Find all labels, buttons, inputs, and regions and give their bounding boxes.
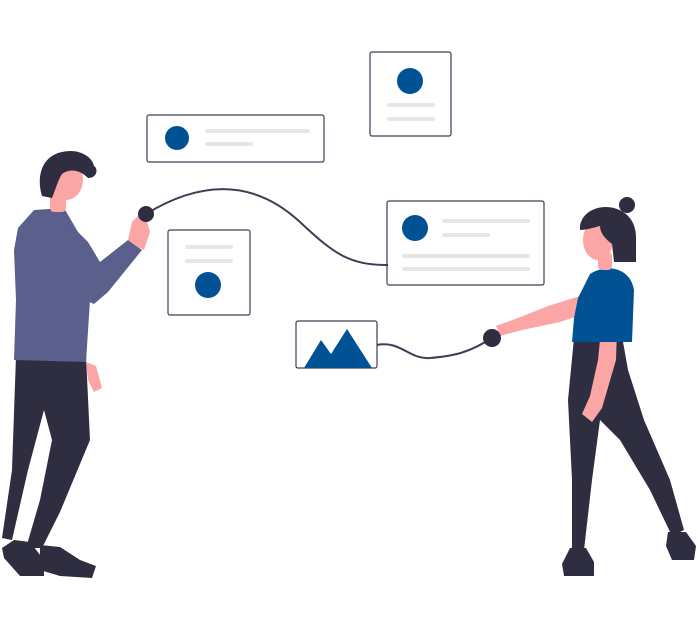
placeholder-line bbox=[205, 129, 310, 133]
man-figure bbox=[2, 150, 154, 578]
pointer-knob-left bbox=[138, 206, 154, 222]
placeholder-line bbox=[185, 245, 233, 249]
woman-figure bbox=[483, 197, 696, 576]
card-frame bbox=[369, 51, 452, 137]
woman-shoe-left bbox=[562, 548, 594, 576]
man-raised-arm bbox=[64, 220, 142, 304]
pointer-knob-right bbox=[483, 329, 501, 347]
profile-card-top bbox=[146, 114, 325, 163]
profile-card-large bbox=[386, 200, 545, 286]
placeholder-line bbox=[387, 103, 435, 107]
placeholder-line bbox=[387, 117, 435, 121]
avatar-circle-icon bbox=[397, 68, 423, 94]
man-hair bbox=[39, 150, 97, 198]
man-pants bbox=[2, 356, 90, 548]
image-card bbox=[295, 320, 378, 369]
man-shoe-right bbox=[40, 545, 96, 578]
connector-line-upper bbox=[145, 188, 389, 266]
card-frame bbox=[386, 200, 545, 286]
avatar-circle-icon bbox=[165, 126, 189, 150]
man-raised-hand bbox=[128, 214, 150, 250]
profile-card-left bbox=[167, 229, 251, 316]
placeholder-line bbox=[402, 267, 530, 271]
man-shoe-left bbox=[2, 540, 44, 576]
woman-hair bbox=[580, 206, 636, 262]
placeholder-line bbox=[185, 259, 233, 263]
placeholder-line bbox=[442, 219, 530, 223]
placeholder-line bbox=[205, 142, 253, 146]
placeholder-line bbox=[442, 233, 490, 237]
woman-extended-arm bbox=[496, 296, 590, 336]
mountain-image-icon bbox=[304, 329, 372, 368]
avatar-circle-icon bbox=[402, 215, 428, 241]
woman-shirt bbox=[572, 268, 634, 342]
connector-line-lower bbox=[376, 337, 493, 360]
profile-card-small bbox=[369, 51, 452, 137]
woman-shoe-right bbox=[666, 532, 696, 560]
woman-pants bbox=[568, 336, 684, 550]
placeholder-line bbox=[402, 254, 530, 258]
man-left-hand bbox=[86, 362, 102, 392]
woman-hair-bun bbox=[619, 197, 635, 213]
avatar-circle-icon bbox=[195, 272, 221, 298]
card-frame bbox=[146, 114, 325, 163]
